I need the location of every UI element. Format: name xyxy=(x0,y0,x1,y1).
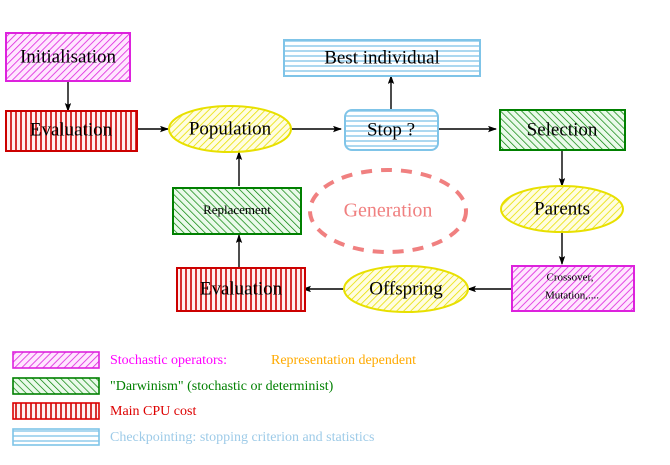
node-selection[interactable]: Selection xyxy=(499,109,626,151)
legend-label-darwinism: "Darwinism" (stochastic or determinist) xyxy=(110,379,334,394)
evaluation-top-label: Evaluation xyxy=(30,119,113,140)
stop-label: Stop ? xyxy=(367,119,415,140)
node-parents[interactable]: Parents xyxy=(500,185,624,233)
stop-box xyxy=(344,109,439,151)
legend-swatch-red-vertical xyxy=(12,402,100,420)
legend-swatch-magenta-diagonal xyxy=(12,351,100,369)
evaluation-bottom-box xyxy=(176,267,306,312)
replacement-label: Replacement xyxy=(203,202,271,217)
legend-row-darwinism: "Darwinism" (stochastic or determinist) xyxy=(12,377,334,395)
best-individual-label: Best individual xyxy=(324,47,440,68)
node-best-individual[interactable]: Best individual xyxy=(283,39,481,77)
evaluation-bottom-label: Evaluation xyxy=(200,278,283,299)
node-evaluation-top[interactable]: Evaluation xyxy=(5,110,138,152)
legend-label-main-cpu-cost: Main CPU cost xyxy=(110,404,196,419)
variation-label-line1: Crossover, xyxy=(547,272,594,284)
best-individual-box xyxy=(283,39,481,77)
node-variation[interactable]: Crossover, Mutation,.... xyxy=(511,265,635,312)
node-offspring[interactable]: Offspring xyxy=(343,265,469,313)
legend-label-stochastic-operators: Stochastic operators: xyxy=(110,353,227,368)
variation-label-line2: Mutation,.... xyxy=(545,290,599,302)
parents-ellipse xyxy=(500,185,624,233)
legend-swatch-green-diagonal xyxy=(12,377,100,395)
legend-row-stochastic-operators: Stochastic operators: Representation dep… xyxy=(12,351,416,369)
node-evaluation-bottom[interactable]: Evaluation xyxy=(176,267,306,312)
population-ellipse xyxy=(168,105,292,153)
offspring-ellipse xyxy=(343,265,469,313)
node-initialisation[interactable]: Initialisation xyxy=(5,32,131,82)
legend-label-representation-dependent: Representation dependent xyxy=(271,353,416,368)
parents-label: Parents xyxy=(534,198,590,219)
initialisation-label: Initialisation xyxy=(20,46,117,67)
evaluation-top-box xyxy=(5,110,138,152)
generation-label: Generation xyxy=(344,200,433,222)
replacement-box xyxy=(172,187,302,235)
legend-row-main-cpu-cost: Main CPU cost xyxy=(12,402,196,420)
selection-label: Selection xyxy=(527,119,598,140)
selection-box xyxy=(499,109,626,151)
legend-swatch-blue-horizontal xyxy=(12,428,100,446)
generation-ellipse xyxy=(308,168,468,254)
edge-layer xyxy=(64,75,566,293)
node-stop[interactable]: Stop ? xyxy=(344,109,439,151)
node-population[interactable]: Population xyxy=(168,105,292,153)
legend-label-checkpointing: Checkpointing: stopping criterion and st… xyxy=(110,430,374,445)
node-replacement[interactable]: Replacement xyxy=(172,187,302,235)
offspring-label: Offspring xyxy=(369,278,443,299)
legend-row-checkpointing: Checkpointing: stopping criterion and st… xyxy=(12,428,374,446)
population-label: Population xyxy=(189,118,272,139)
legend: Stochastic operators: Representation dep… xyxy=(12,351,416,446)
initialisation-box xyxy=(5,32,131,82)
variation-box xyxy=(511,265,635,312)
node-generation: Generation xyxy=(308,168,468,254)
